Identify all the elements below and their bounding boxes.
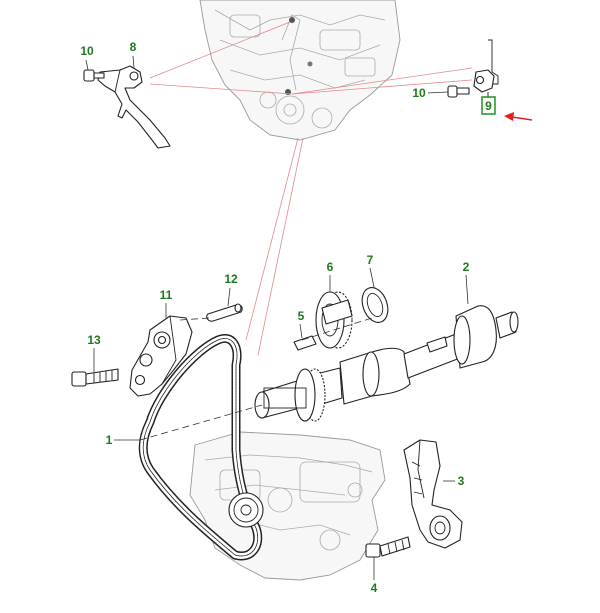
callout-11: 11 (160, 288, 173, 302)
bolt-part-4 (365, 536, 411, 558)
sensor-part-9 (473, 39, 499, 98)
red-pointer-arrow-icon (504, 112, 533, 121)
shaft-gear (263, 368, 326, 422)
callout-3: 3 (458, 474, 465, 488)
callout-7: 7 (367, 253, 374, 267)
bolt-part-13 (71, 368, 119, 387)
key-part-5 (293, 335, 317, 351)
callout-4: 4 (371, 581, 378, 595)
leader-lines (85, 55, 469, 580)
callout-9: 9 (485, 99, 492, 113)
bolt-part-10-left (83, 69, 105, 82)
callout-13: 13 (87, 333, 101, 347)
callout-2: 2 (463, 260, 470, 274)
callout-6: 6 (327, 260, 334, 274)
engine-block-illustration (199, 0, 401, 141)
bracket-part-8 (97, 65, 171, 149)
tensioner-part-11 (129, 315, 193, 397)
bolt-part-10-right (447, 85, 470, 98)
callout-1: 1 (106, 433, 113, 447)
callout-10-left: 10 (80, 44, 94, 58)
callout-12: 12 (224, 272, 238, 286)
assembly-centre-lines (139, 317, 373, 441)
ring-part-7 (361, 287, 389, 323)
belt-part-1 (138, 334, 263, 561)
gear-part-6 (315, 291, 353, 349)
link-lines (149, 21, 473, 356)
callout-8: 8 (130, 40, 137, 54)
tensioner-arm-part-3 (403, 439, 463, 549)
balance-shaft-part-2 (254, 305, 519, 419)
dowel-pin-part-12 (206, 303, 243, 322)
callout-10-right: 10 (412, 86, 426, 100)
callout-labels: 10 8 10 12 6 7 2 11 5 13 1 3 4 (80, 40, 469, 595)
callout-5: 5 (298, 309, 305, 323)
oil-pump-housing-illustration (189, 431, 386, 581)
crank-sprocket (228, 492, 264, 528)
highlight-box-9: 9 (481, 96, 496, 115)
